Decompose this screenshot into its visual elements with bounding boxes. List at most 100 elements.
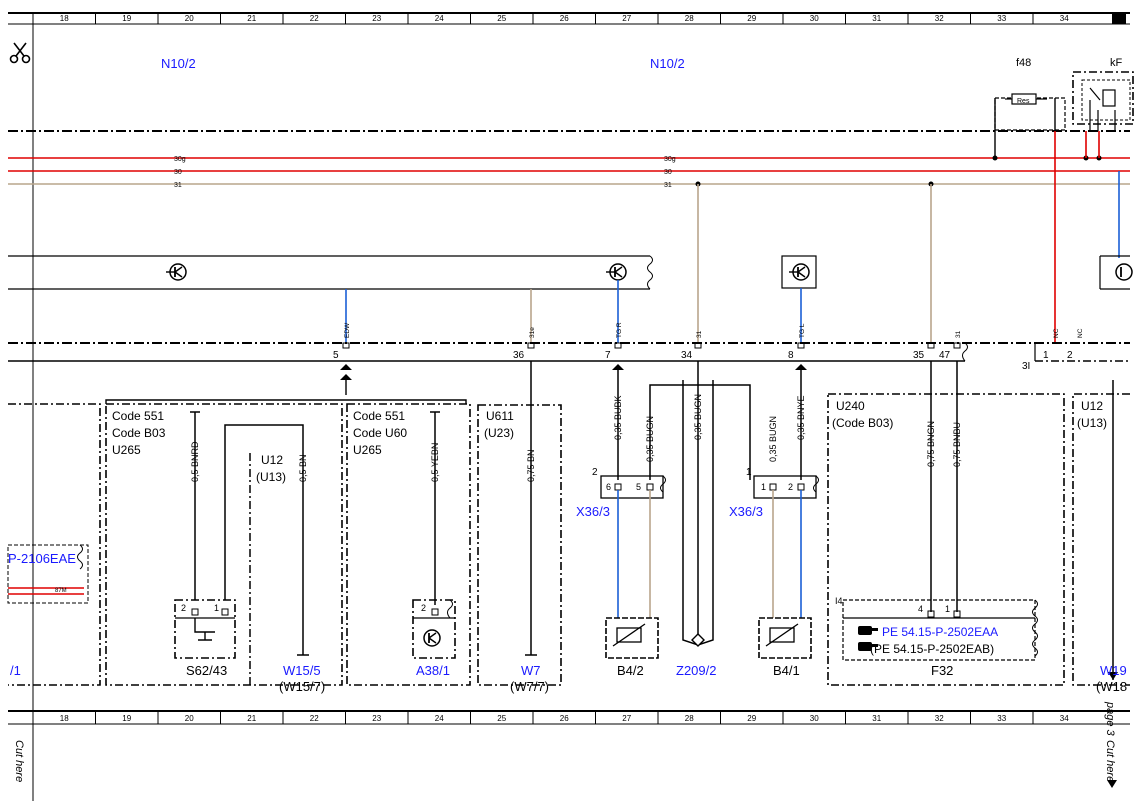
pin-num-8: 8: [788, 350, 794, 361]
scissors-icon: [9, 42, 31, 64]
page-3-label: page 3: [1104, 701, 1116, 737]
bottom-ruler-col-label: 30: [810, 714, 819, 723]
kf-label: kF: [1110, 57, 1123, 69]
x-left-num: 2: [592, 467, 598, 478]
bottom-ruler-col-label: 20: [185, 714, 194, 723]
bottom-ruler-col-label: 33: [997, 714, 1006, 723]
b4-2-label: B4/2: [617, 663, 644, 678]
left-ref-label: P-2106EAE: [8, 551, 76, 566]
wire-bugn-3: 0,35 BUGN: [768, 416, 778, 462]
w7-7-label: (W7/7): [510, 679, 549, 694]
pointing-hand-icon: [858, 642, 878, 651]
wire-bnbu: 0,75 BNBU: [952, 422, 962, 467]
bottom-ruler-col-label: 28: [685, 714, 694, 723]
x36-3-left-label: X36/3: [576, 504, 610, 519]
box3-line1: U611: [486, 409, 514, 423]
box5-line1: U12: [1081, 399, 1103, 413]
x-right-pin-1: 1: [761, 482, 766, 492]
top-ruler-col-label: 23: [372, 14, 381, 23]
s62-43-label: S62/43: [186, 663, 227, 678]
w18-label: (W18: [1096, 679, 1127, 694]
top-ruler-col-label: 33: [997, 14, 1006, 23]
top-ruler: [8, 12, 1130, 25]
bottom-ruler-col-label: 29: [747, 714, 756, 723]
cut-here-right: Cut here: [1104, 740, 1116, 782]
n10-left-label: N10/2: [161, 56, 196, 71]
cut-arrow-icon: [1107, 780, 1117, 788]
pe-ref-2[interactable]: (PE 54.15-P-2502EAB): [870, 642, 994, 656]
top-ruler-col-label: 28: [685, 14, 694, 23]
top-ruler-col-label: 24: [435, 14, 444, 23]
box-u12-right: [1072, 393, 1130, 686]
s62-pin-2: 2: [181, 603, 186, 613]
pin-label-edw: EDW: [344, 322, 351, 338]
pin-label-31b: 31: [955, 330, 962, 338]
bus-lines: [8, 157, 1130, 185]
bottom-ruler: [8, 710, 1130, 725]
connector-arrow-icon: [340, 364, 807, 380]
relay-kf: [1072, 71, 1134, 131]
pin-label-31: 31: [696, 330, 703, 338]
fuse-f48: [994, 93, 1066, 158]
top-ruler-col-label: 31: [872, 14, 881, 23]
box-code551-u60: [346, 403, 471, 686]
wire-bubk: 0,35 BUBK: [613, 395, 623, 440]
pin-num-5: 5: [333, 350, 339, 361]
pe-ref-1[interactable]: PE 54.15-P-2502EAA: [882, 625, 998, 639]
transistor-icon: [606, 263, 627, 281]
top-ruler-col-label: 25: [497, 14, 506, 23]
pin-label-nc2: NC: [1077, 328, 1084, 338]
box-u240: [827, 393, 1065, 686]
box2-line2: Code U60: [353, 426, 407, 440]
top-ruler-col-label: 26: [560, 14, 569, 23]
wire-yebn: 0,5 YEBN: [430, 443, 440, 482]
x36-3-right-connector: [753, 475, 819, 499]
top-ruler-col-label: 20: [185, 14, 194, 23]
box4-line1: U240: [836, 399, 865, 413]
bottom-ruler-col-label: 25: [497, 714, 506, 723]
b4-1-label: B4/1: [773, 663, 800, 678]
bottom-ruler-col-label: 31: [872, 714, 881, 723]
box-u611: [477, 404, 562, 686]
top-ruler-col-label: 27: [622, 14, 631, 23]
top-ruler-col-label: 22: [310, 14, 319, 23]
bottom-ruler-col-label: 21: [247, 714, 256, 723]
wire-bugn-2: 0,35 BUGN: [693, 394, 703, 440]
x-right-num: 1: [746, 467, 752, 478]
wire-bn05: 0,5 BN: [298, 454, 308, 482]
pin-label-31e: 31e: [529, 327, 536, 338]
connector-pin-marks: [342, 342, 968, 362]
f32-pin-4: 4: [918, 604, 923, 614]
wire-bn075: 0,75 BN: [526, 449, 536, 482]
box2-line1: Code 551: [353, 409, 405, 423]
w19-label: W19: [1100, 663, 1127, 678]
page-tab-icon: [1112, 14, 1126, 24]
control-unit-strip: [8, 255, 1130, 290]
top-ruler-col-label: 29: [747, 14, 756, 23]
top-ruler-col-label: 30: [810, 14, 819, 23]
top-ruler-col-label: 19: [122, 14, 131, 23]
bottom-ruler-col-label: 24: [435, 714, 444, 723]
f32-label: F32: [931, 663, 953, 678]
w7-label: W7: [521, 663, 541, 678]
downward-wires: [105, 361, 958, 655]
box5-line2: (U13): [1077, 416, 1107, 430]
x-right-pin-2: 2: [788, 482, 793, 492]
top-ruler-col-label: 18: [60, 14, 69, 23]
box1-line2: Code B03: [112, 426, 166, 440]
left-87m-label: 87M: [55, 588, 67, 594]
wire-bugn-1: 0,35 BUGN: [645, 416, 655, 462]
bottom-ruler-col-label: 34: [1060, 714, 1069, 723]
left-partial-box: [7, 403, 101, 686]
splice-diamond-icon: [691, 633, 705, 647]
f32-i4: I4: [835, 596, 843, 606]
s62-pin-1: 1: [214, 603, 219, 613]
box5-arrow-icon: [1108, 672, 1118, 680]
cut-here-left: Cut here: [13, 740, 25, 782]
wire-bnye: 0,35 BNYE: [796, 395, 806, 440]
a38-pin-2: 2: [421, 603, 426, 613]
b4-2-sensor: [605, 617, 659, 659]
pin-label-tgr: TG R: [616, 322, 623, 338]
connector-row-label: 3I: [1022, 361, 1030, 372]
